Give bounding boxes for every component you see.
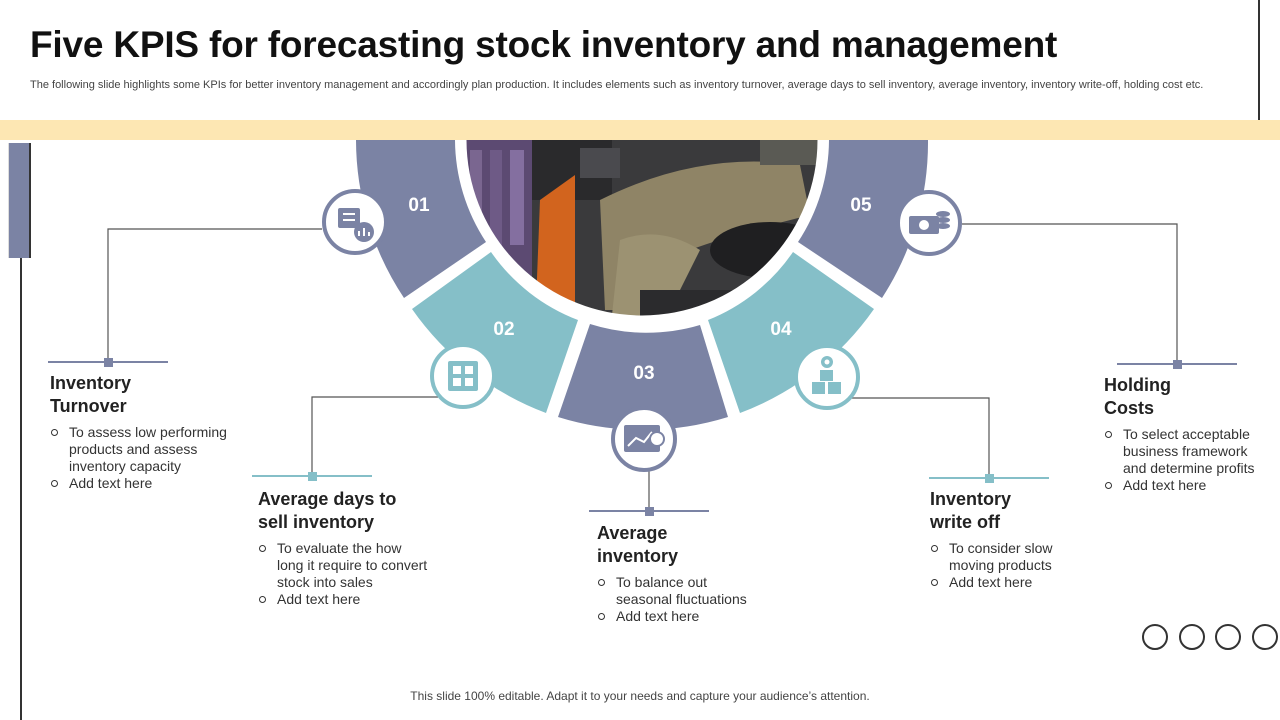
left-accent-line [20, 258, 22, 720]
list-item: Add text here [930, 574, 1110, 591]
kpi-block-02: Average days to sell inventory To evalua… [258, 488, 458, 608]
inventory-turnover-icon [322, 189, 388, 255]
segment-number-04: 04 [770, 319, 792, 340]
slide-nav-dot-3[interactable] [1215, 624, 1241, 650]
segment-02 [412, 252, 578, 413]
kpi-block-01: Inventory Turnover To assess low perform… [50, 372, 250, 492]
list-item: Add text here [1104, 477, 1276, 494]
money-coins-icon [896, 190, 962, 256]
segment-04 [708, 252, 874, 413]
slide-subtitle: The following slide highlights some KPIs… [30, 79, 1204, 91]
segment-number-03: 03 [633, 363, 654, 384]
segment-number-01: 01 [408, 195, 430, 216]
slide-nav-dot-4[interactable] [1252, 624, 1278, 650]
kpi-title: Inventory write off [930, 489, 1012, 532]
segment-03 [558, 324, 728, 430]
segment-01 [356, 140, 486, 298]
kpi-title: Inventory Turnover [50, 373, 132, 416]
boxes-gear-icon [794, 344, 860, 410]
list-item: Add text here [50, 475, 250, 492]
trend-chart-icon [611, 406, 677, 472]
slide-nav-dot-1[interactable] [1142, 624, 1168, 650]
slide-title: Five KPIS for forecasting stock inventor… [30, 24, 1058, 65]
calendar-grid-icon [430, 343, 496, 409]
slide-footer: This slide 100% editable. Adapt it to yo… [410, 689, 870, 703]
right-accent-line [1258, 0, 1260, 120]
header-band [0, 120, 1280, 140]
segment-number-05: 05 [850, 195, 872, 216]
kpi-title: Average days to sell inventory [258, 489, 397, 532]
segment-number-02: 02 [493, 319, 514, 340]
segment-05 [798, 140, 929, 298]
kpi-title: Holding Costs [1104, 375, 1171, 418]
list-item: Add text here [258, 591, 458, 608]
kpi-title: Average inventory [597, 523, 679, 566]
left-accent-bar [8, 143, 31, 258]
list-item: Add text here [597, 608, 797, 625]
slide-nav-dot-2[interactable] [1179, 624, 1205, 650]
